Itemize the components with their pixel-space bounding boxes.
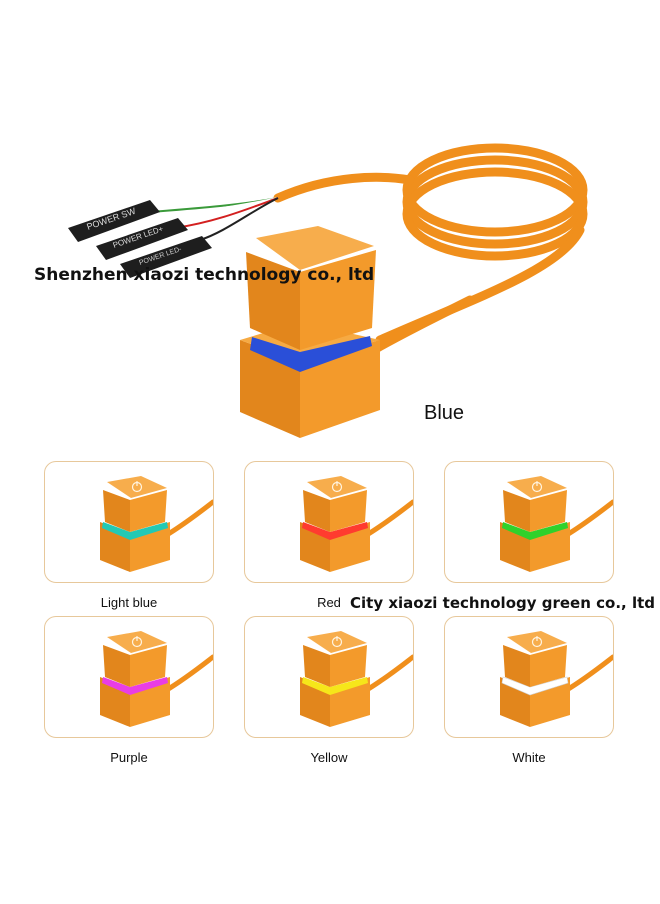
led-glow: [502, 522, 568, 540]
led-glow: [102, 522, 168, 540]
cable-to-base: [365, 295, 475, 357]
variant-card-purple: [44, 616, 214, 738]
keycap-right: [130, 645, 167, 687]
keycap-left: [303, 645, 330, 687]
keycap-right: [530, 645, 567, 687]
switch-keycap: [246, 226, 376, 350]
variant-card-yellow: [244, 616, 414, 738]
led-glow: [250, 336, 372, 372]
cable: [562, 499, 613, 539]
variant-card-white: [444, 616, 614, 738]
variant-label-purple: Purple: [110, 750, 148, 765]
keycap-right: [530, 490, 567, 532]
cable: [562, 654, 613, 694]
keycap-right: [330, 645, 367, 687]
keycap-right: [130, 490, 167, 532]
variant-label-white: White: [512, 750, 546, 765]
variant-card-green: [444, 461, 614, 583]
keycap-left: [503, 490, 530, 532]
cable: [362, 499, 413, 539]
variant-label-yellow: Yellow: [310, 750, 348, 765]
keycap-left: [103, 490, 130, 532]
switch-purple-image: [100, 631, 213, 727]
watermark-middle: City xiaozi technology green co., ltd: [350, 594, 655, 612]
keycap-left: [503, 645, 530, 687]
cable: [162, 654, 213, 694]
keycap-top: [507, 476, 567, 498]
keycap-top: [507, 631, 567, 653]
variant-label-red: Red: [317, 595, 341, 610]
variant-card-red: [244, 461, 414, 583]
watermark-top: Shenzhen xiaozi technology co., ltd: [34, 265, 375, 285]
cable: [162, 499, 213, 539]
switch-white-image: [500, 631, 613, 727]
switch-green-image: [500, 476, 613, 572]
cable: [362, 654, 413, 694]
keycap-left: [303, 490, 330, 532]
keycap-top: [107, 631, 167, 653]
variant-card-light-blue: [44, 461, 214, 583]
variant-label-light-blue: Light blue: [100, 595, 158, 610]
keycap-top: [307, 631, 367, 653]
switch-light-blue-image: [100, 476, 213, 572]
keycap-right: [330, 490, 367, 532]
hero-product-image: POWER SW POWER LED+ POWER LED-: [68, 143, 588, 438]
cable-coil: [273, 143, 588, 345]
keycap-left: [103, 645, 130, 687]
led-glow: [302, 522, 368, 540]
keycap-top: [307, 476, 367, 498]
switch-red-image: [300, 476, 413, 572]
keycap-top: [107, 476, 167, 498]
hero-color-label: Blue: [424, 402, 465, 424]
led-glow: [302, 677, 368, 695]
switch-yellow-image: [300, 631, 413, 727]
wires: [149, 197, 279, 241]
led-glow: [102, 677, 168, 695]
